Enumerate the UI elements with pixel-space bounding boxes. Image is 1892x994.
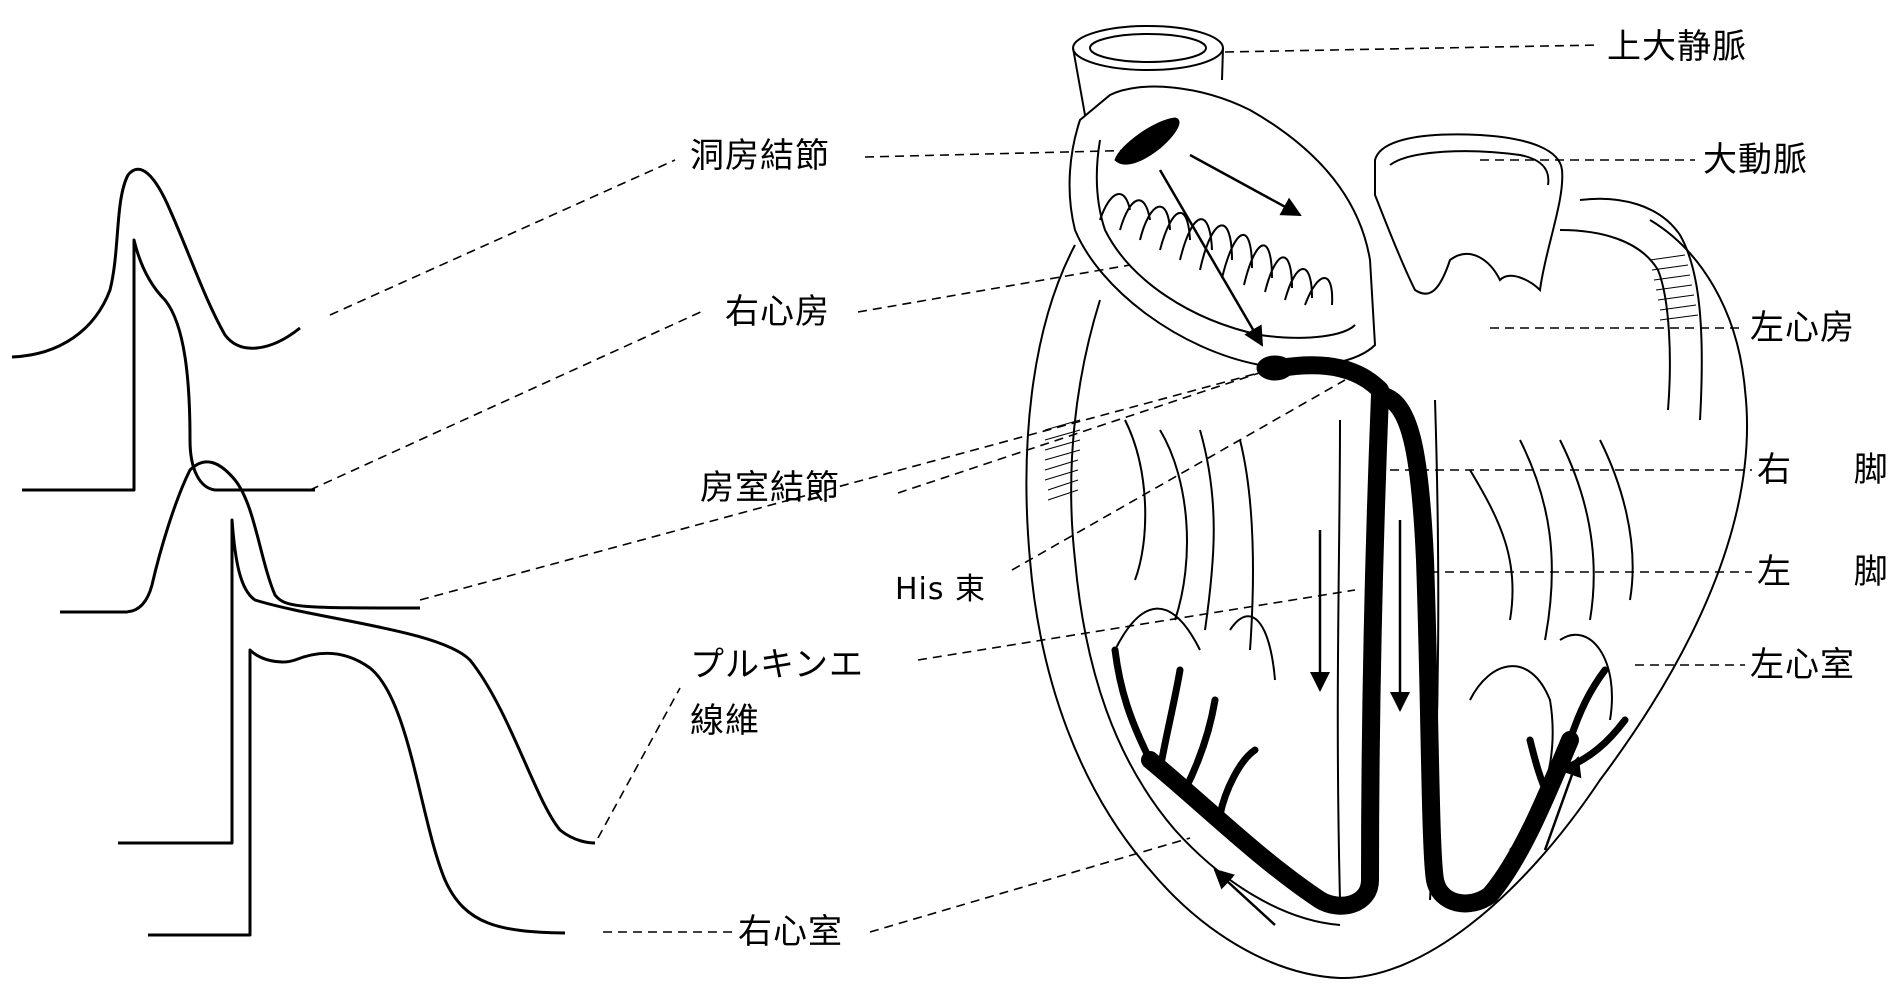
waveform-ventricular (148, 650, 565, 935)
action-potentials (12, 169, 595, 935)
heart-inner-wall (1071, 300, 1340, 925)
left-atrium-inner (1560, 230, 1670, 410)
purkinje-branches-right (1115, 650, 1255, 815)
label-right-bundle-branch: 右 脚 (1757, 450, 1892, 490)
conduction-system (1115, 118, 1625, 906)
arrow-sa-to-av (1160, 170, 1262, 345)
his-bundle-trunk (1280, 365, 1380, 390)
label-atrioventricular-node: 房室結節 (700, 468, 840, 508)
label-superior-vena-cava: 上大静脈 (1607, 27, 1747, 67)
left-bundle-branch-path (1380, 395, 1570, 903)
superior-vena-cava-opening (1073, 26, 1223, 70)
heart-illustration (1026, 26, 1747, 978)
label-left-ventricle: 左心室 (1750, 645, 1855, 685)
label-left-atrium: 左心房 (1750, 308, 1855, 348)
waveform-av-node (60, 462, 420, 612)
label-his-bundle: His 束 (895, 570, 986, 610)
arrow-sa-to-atrium (1190, 155, 1300, 215)
waveform-purkinje (118, 520, 595, 843)
label-purkinje-fiber-line2: 線維 (690, 701, 760, 741)
label-aorta: 大動脈 (1703, 140, 1808, 180)
arrow-rv-wall (1215, 870, 1275, 925)
left-atrium-outline (1580, 199, 1702, 420)
label-sinoatrial-node: 洞房結節 (690, 136, 830, 176)
sinoatrial-node-shape (1115, 118, 1179, 164)
label-right-atrium: 右心房 (725, 292, 830, 332)
waveform-sinoatrial (12, 169, 300, 357)
label-purkinje-fiber-line1: プルキンエ (690, 645, 864, 685)
heart-outer-wall (1026, 220, 1747, 978)
label-left-bundle-branch: 左 脚 (1757, 552, 1892, 592)
waveform-atrial (22, 240, 315, 490)
label-right-ventricle: 右心室 (738, 912, 843, 952)
